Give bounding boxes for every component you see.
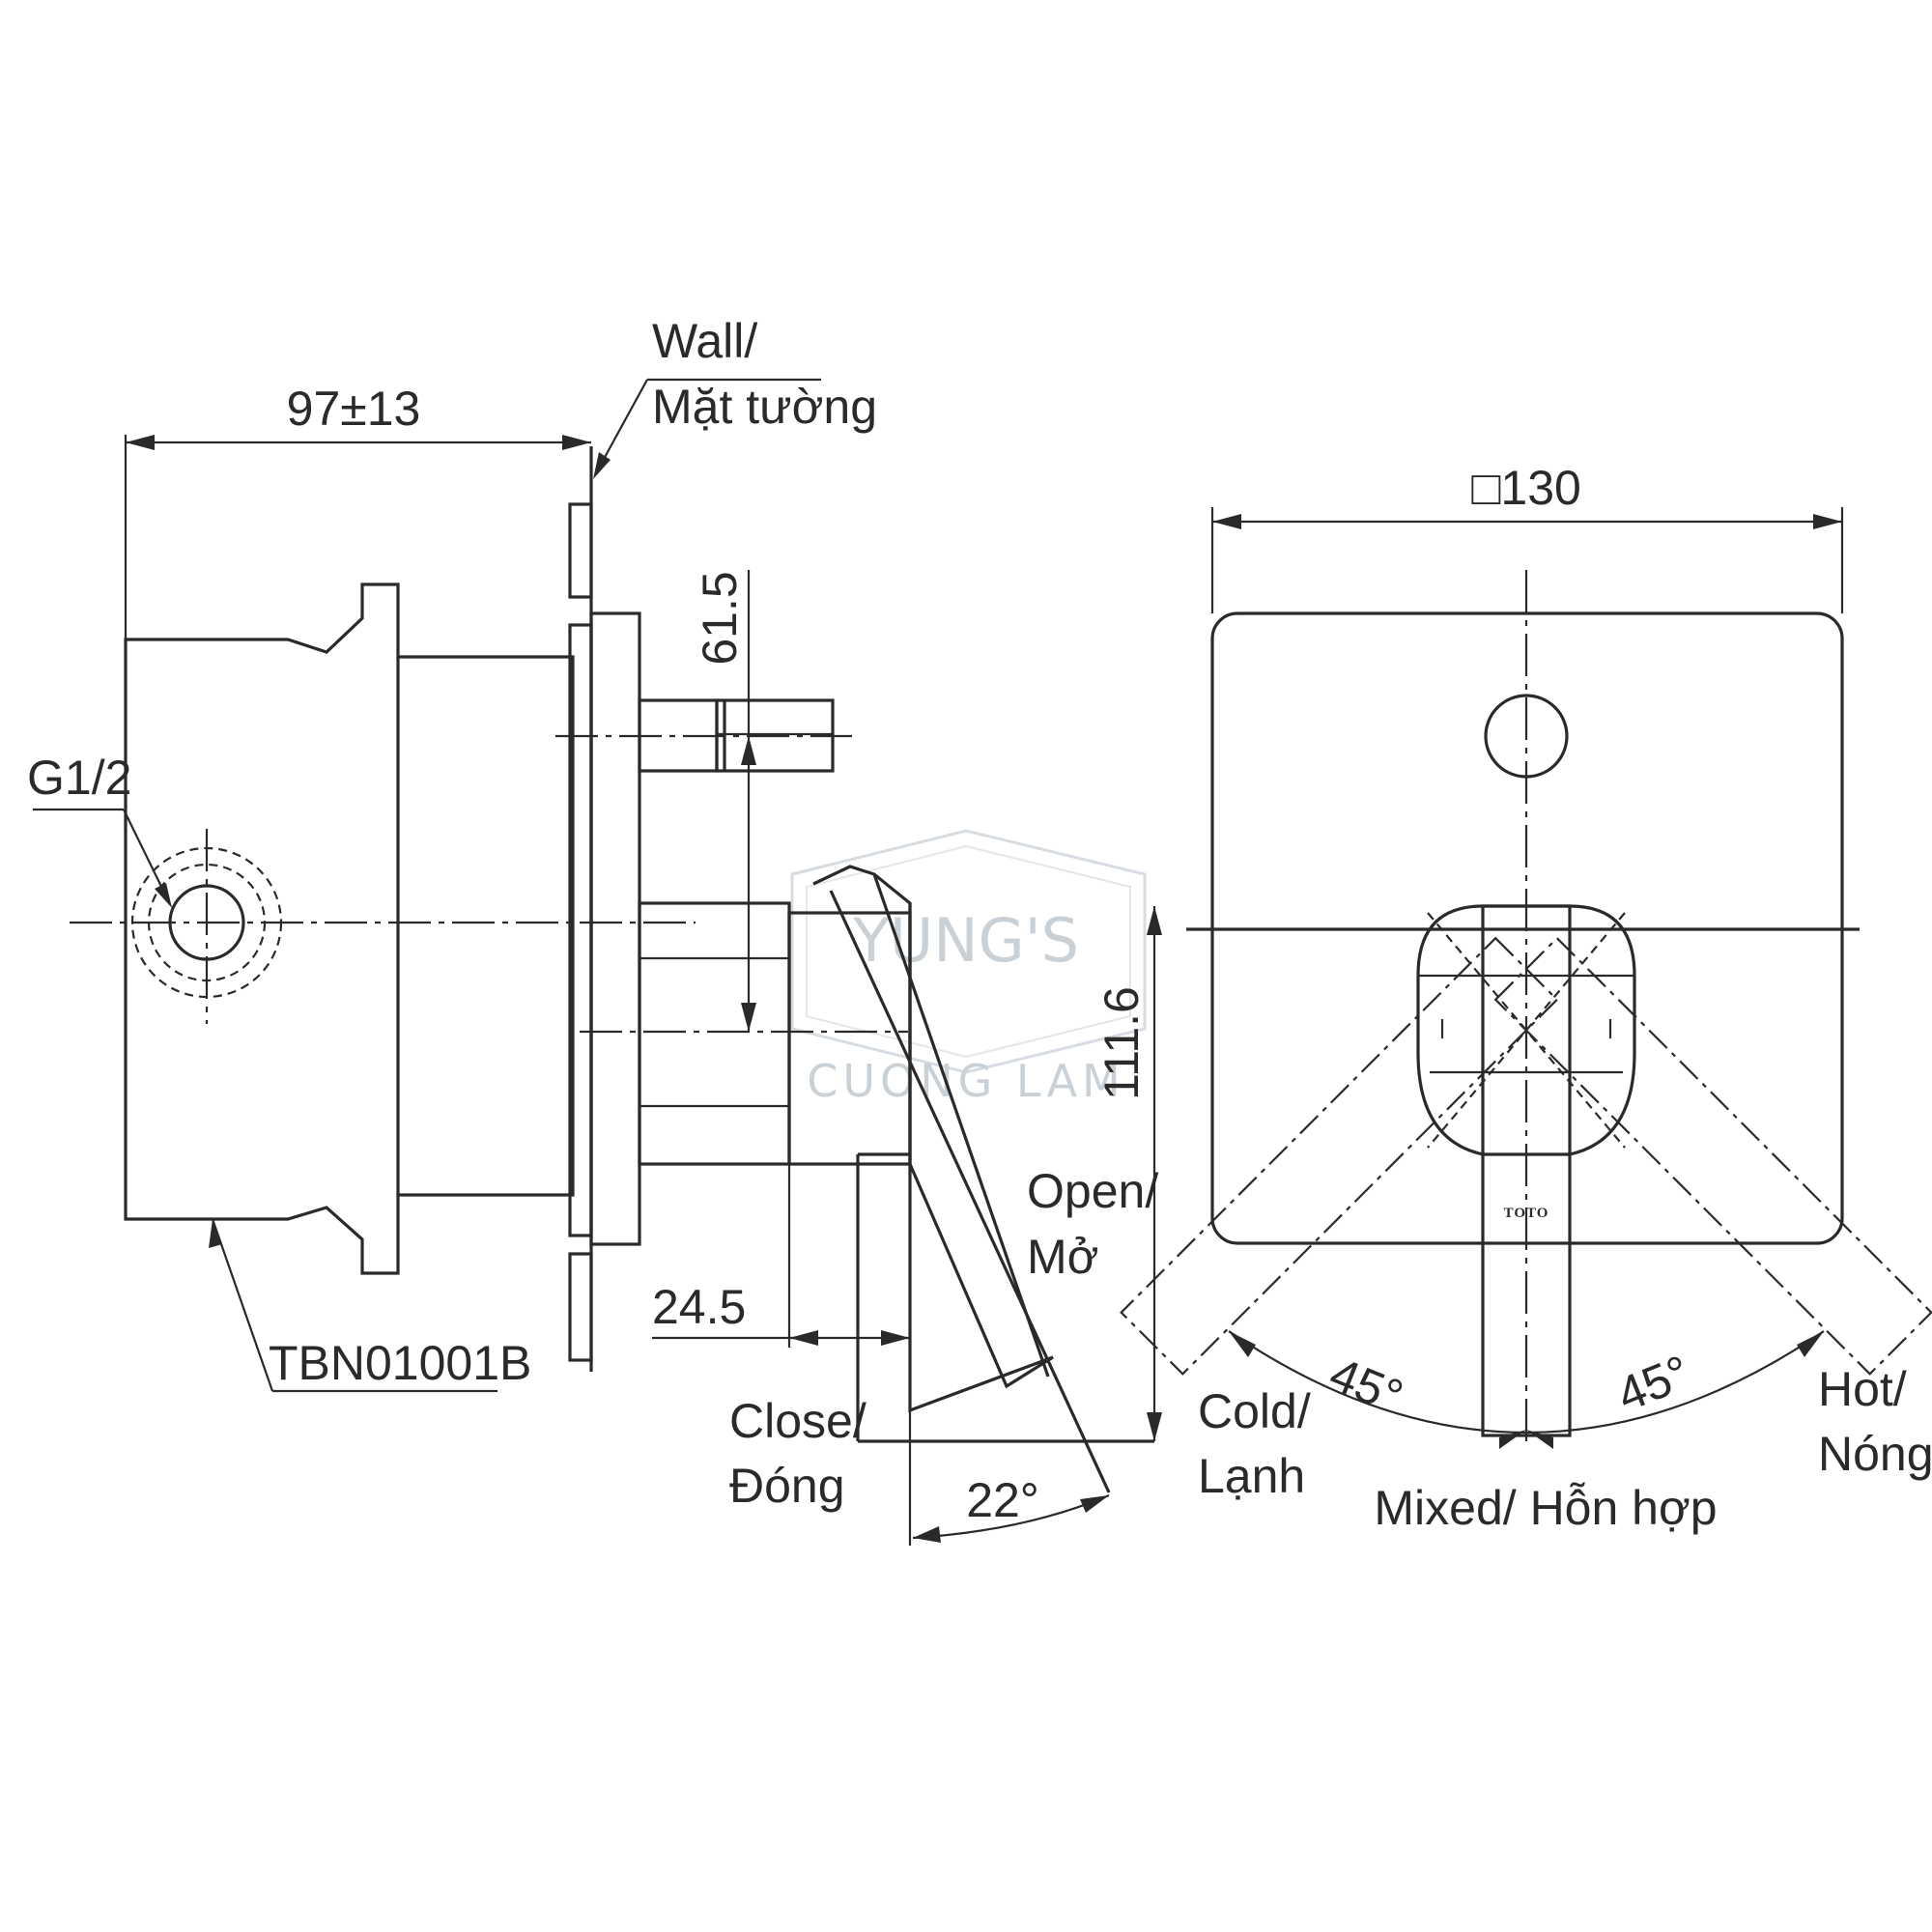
dim-handle-projection: 24.5 (652, 1280, 746, 1334)
close-label-line1: Close/ (729, 1394, 867, 1448)
side-view (70, 446, 1154, 1493)
handle-lever-front (1481, 904, 1572, 1437)
brand-logo: TOTO (1504, 1206, 1549, 1221)
dim-depth: 97±13 (287, 382, 421, 436)
front-view: TOTO (1120, 570, 1932, 1449)
handle-hot-position (1493, 936, 1932, 1376)
dim-square-size: □130 (1471, 461, 1581, 515)
watermark: YUNG'S CUONG LAM (790, 829, 1147, 1107)
watermark-line1: YUNG'S (852, 905, 1079, 976)
cold-label-line2: Lạnh (1198, 1449, 1305, 1503)
dim-handle-height: 111.6 (1094, 986, 1149, 1100)
front-dimensions: □130 45° 45° Cold/ Lạnh Hot/ Nóng Mixed/… (1198, 461, 1932, 1535)
cold-label-line1: Cold/ (1198, 1384, 1311, 1438)
wall-tab-bottom (568, 1252, 593, 1362)
valve-body-outline (124, 582, 575, 1275)
spindle-cap-front (1484, 694, 1569, 779)
handle-open-edge (829, 890, 1111, 1493)
dim-rotation-hot: 45° (1609, 1345, 1697, 1422)
handle-stem (638, 901, 791, 1166)
handle-cold-position (1120, 936, 1559, 1376)
close-label-line2: Đóng (729, 1459, 845, 1513)
mixed-label: Mixed/ Hỗn hợp (1374, 1481, 1717, 1535)
dim-spindle-offset: 61.5 (693, 571, 747, 665)
open-label-line1: Open/ (1027, 1164, 1158, 1218)
wall-label-line2: Mặt tường (652, 380, 877, 434)
watermark-line2: CUONG LAM (807, 1055, 1125, 1107)
part-number-label: TBN01001B (269, 1336, 531, 1390)
wall-label-line1: Wall/ (652, 314, 757, 368)
dim-tilt-angle: 22° (966, 1473, 1039, 1527)
wall-tab-top (568, 502, 593, 599)
hot-label-line1: Hot/ (1818, 1362, 1907, 1416)
hot-label-line2: Nóng (1818, 1427, 1932, 1481)
thread-label: G1/2 (27, 751, 131, 805)
handle-open-inner (872, 873, 1050, 1378)
cover-plate (589, 611, 641, 1246)
open-label-line2: Mở (1027, 1230, 1098, 1284)
side-dimensions: 97±13 Wall/ Mặt tường G1/2 TBN01001B 61.… (27, 314, 1162, 1546)
handle-hub-front (1416, 904, 1636, 1156)
